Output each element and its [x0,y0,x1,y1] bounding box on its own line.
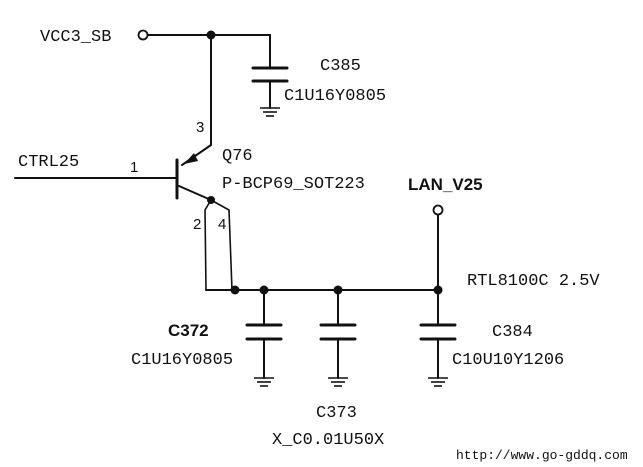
c384-symbol [419,289,457,387]
ctrl-label: CTRL25 [18,153,79,172]
c385-value: C1U16Y0805 [284,87,386,106]
q76-ref: Q76 [222,147,253,166]
pin4-wire [210,199,233,291]
c373-symbol [319,289,357,387]
collector-leg [178,185,212,201]
c385-ref: C385 [320,57,361,76]
c385-symbol [251,34,289,117]
pin-emitter-label: 3 [196,119,204,136]
rail-junction-1 [230,285,240,295]
lan-label: LAN_V25 [408,175,483,194]
q76-part: P-BCP69_SOT223 [222,175,365,194]
c372-symbol [245,289,283,387]
lan-terminal [432,204,444,216]
vcc-label: VCC3_SB [40,28,111,47]
c372-value: C1U16Y0805 [131,351,233,370]
rail-note: RTL8100C 2.5V [467,272,600,291]
watermark-url: http://www.go-gddq.com [456,448,628,463]
c373-value: X_C0.01U50X [272,431,384,450]
pin-collector-b-label: 4 [218,216,226,233]
pin-collector-a-label: 2 [193,216,201,233]
c373-ref: C373 [316,404,357,423]
c384-value: C10U10Y1206 [452,351,564,370]
emitter-arrow [184,153,198,164]
c372-ref: C372 [168,321,209,340]
pin-base-label: 1 [130,159,138,176]
c384-ref: C384 [492,323,533,342]
vcc-terminal [137,29,149,41]
